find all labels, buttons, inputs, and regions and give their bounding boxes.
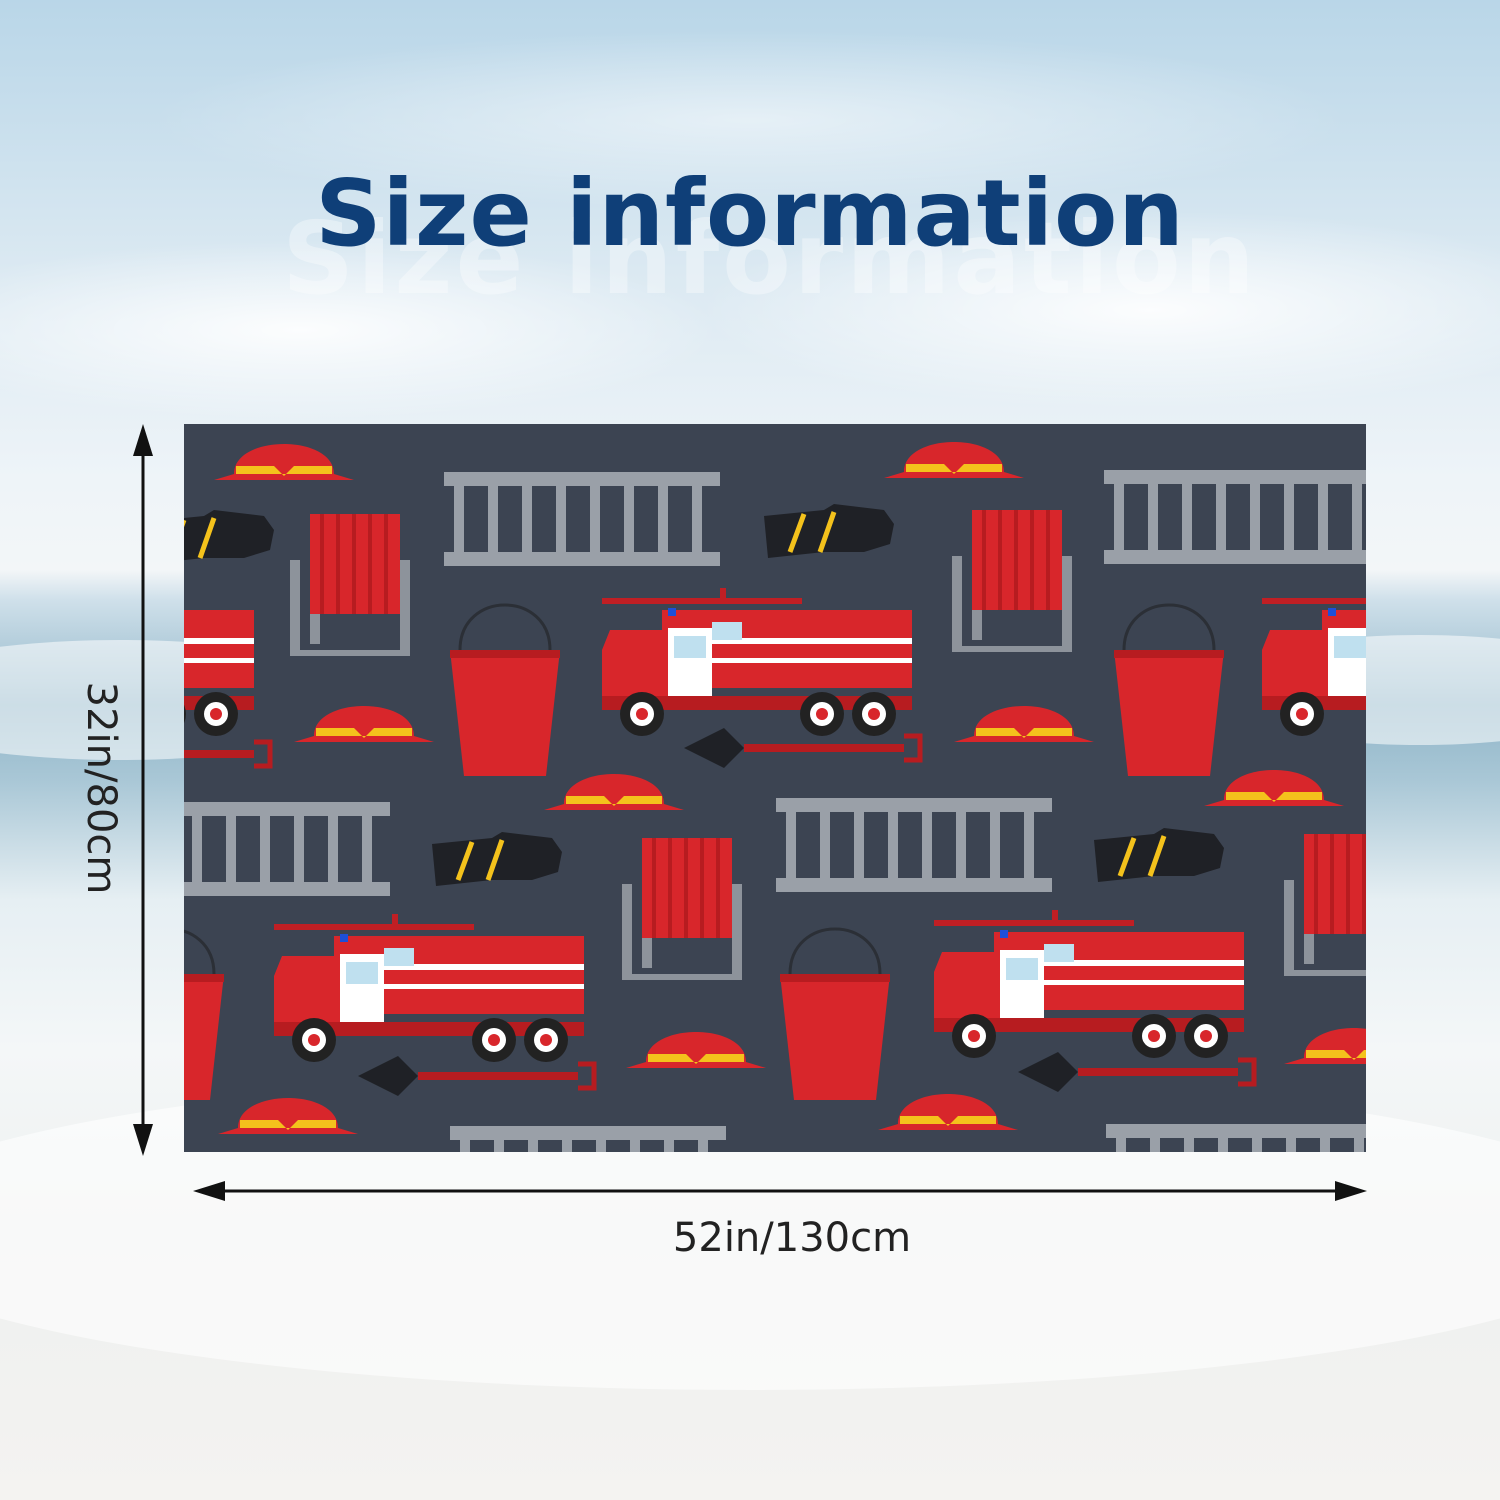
title-reflection: Size information [282,200,1258,317]
page-title: Size information [315,160,1185,267]
towel-pattern [184,424,1366,1152]
width-label: 52in/130cm [672,1215,912,1261]
height-arrow [133,424,153,1156]
height-label: 32in/80cm [78,681,124,895]
width-arrow [193,1181,1367,1201]
